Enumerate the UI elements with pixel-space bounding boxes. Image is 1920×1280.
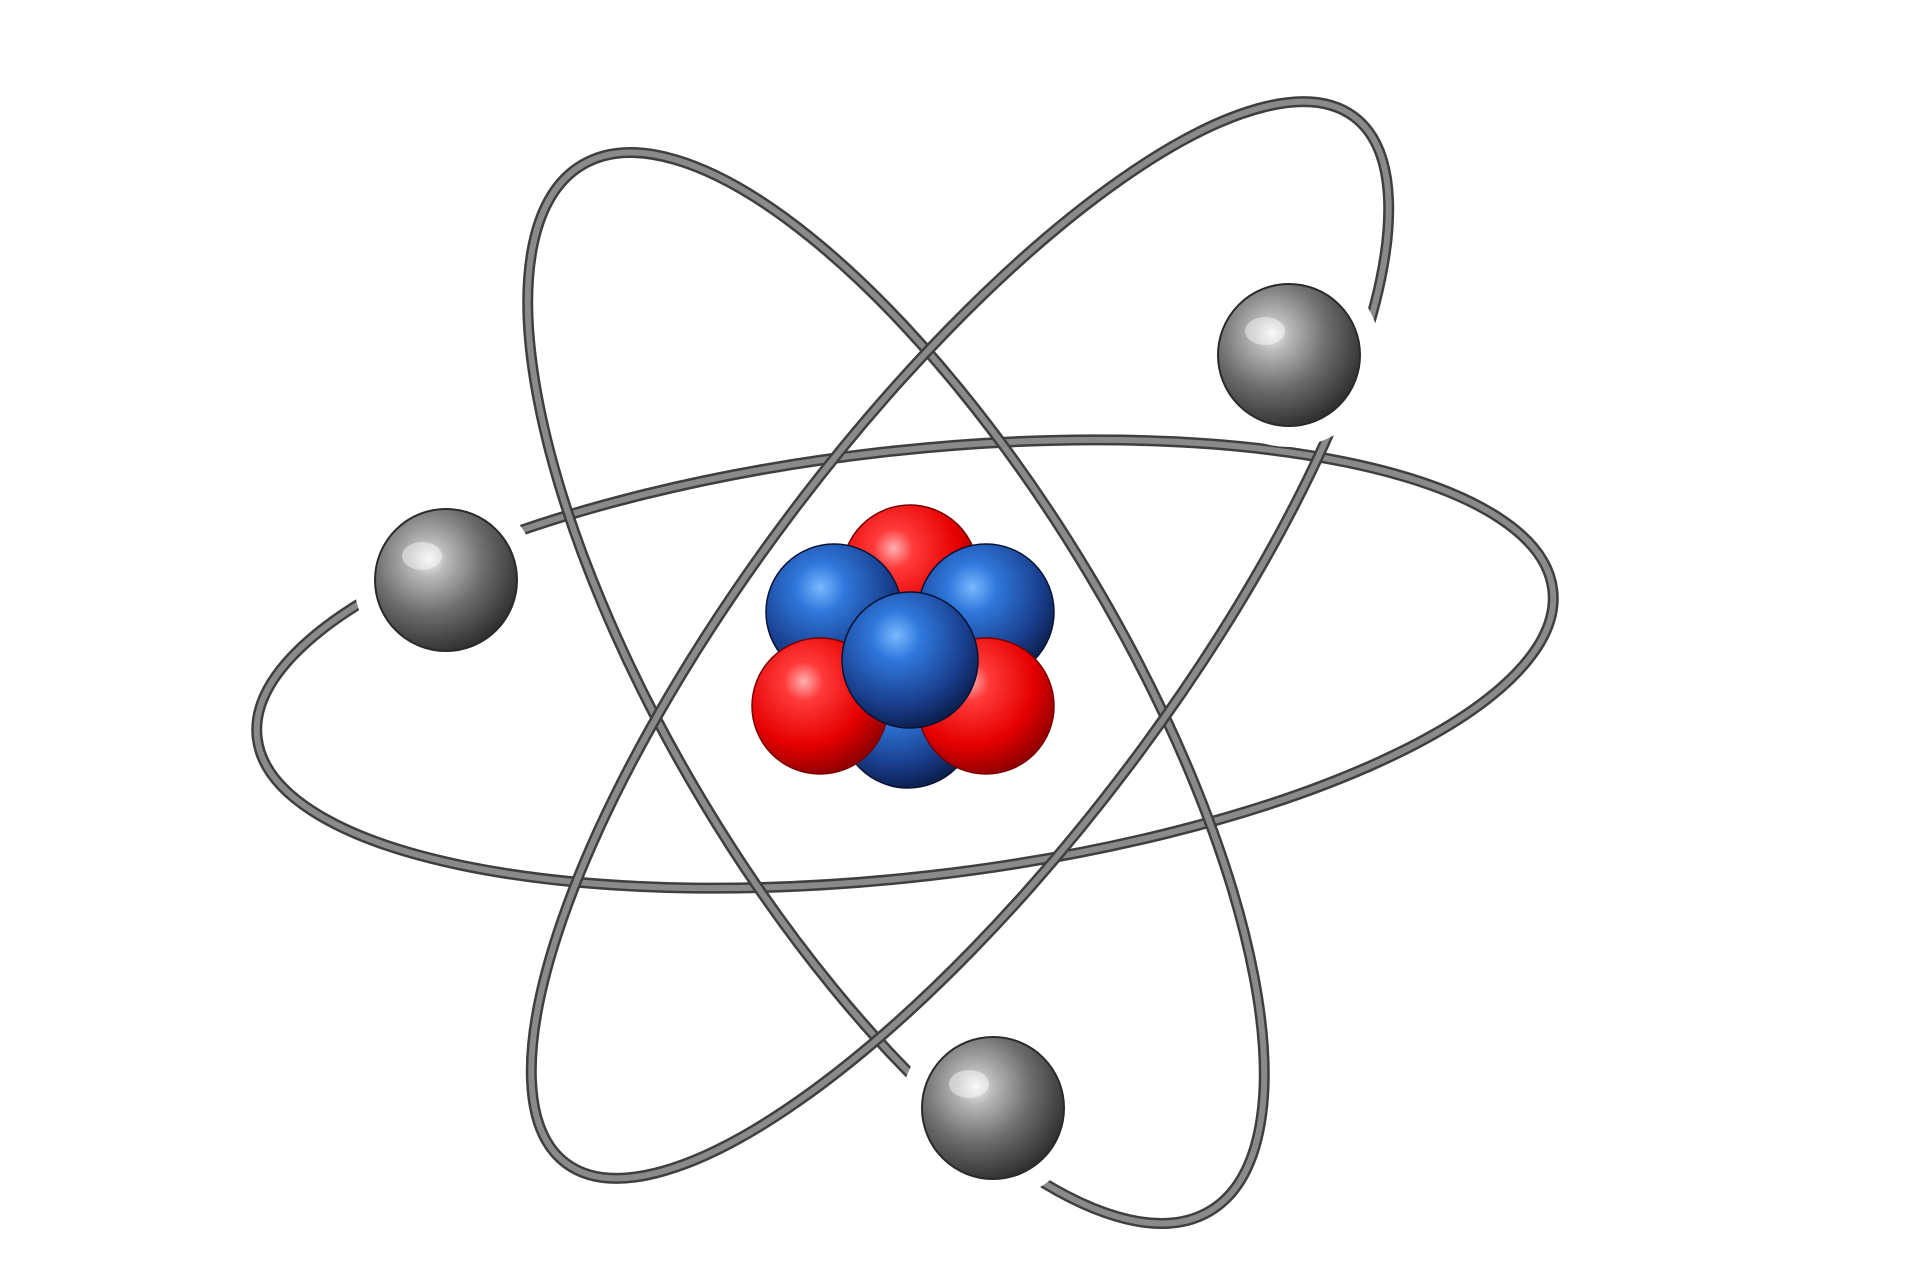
orbit-tilted-left [522, 147, 1270, 1229]
orbit-tilted-right [525, 96, 1395, 1184]
electron [921, 1036, 1065, 1180]
electron [1217, 283, 1361, 427]
orbit-horizontal [251, 434, 1559, 894]
neutron [841, 591, 979, 729]
nucleus [751, 504, 1055, 789]
electron [374, 508, 518, 652]
